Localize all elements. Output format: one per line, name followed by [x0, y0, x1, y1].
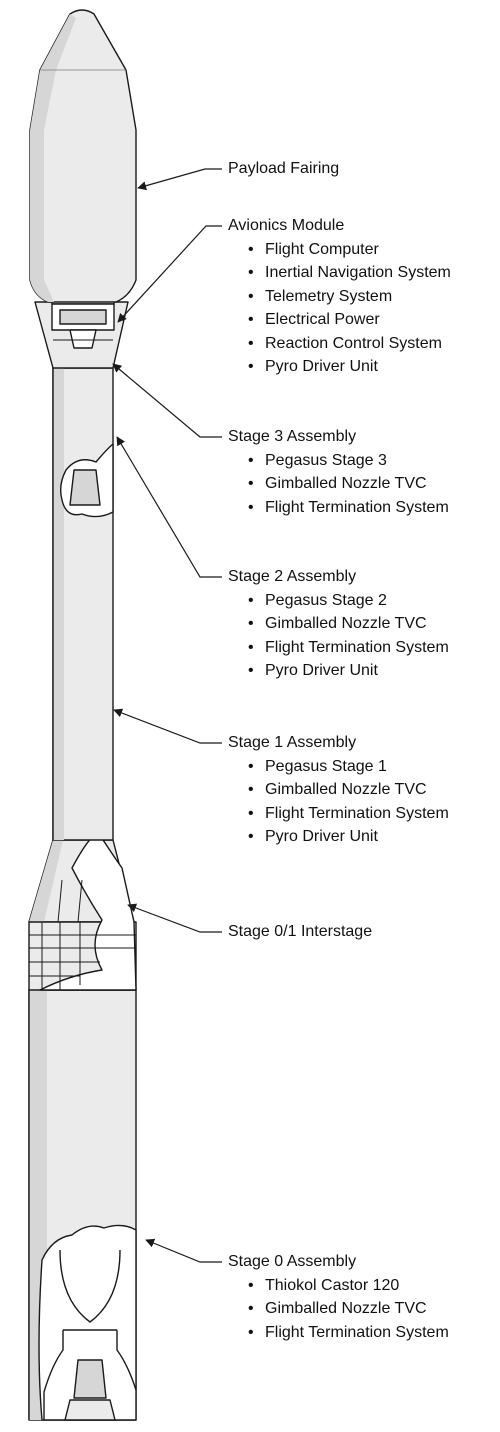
stage-1-assembly-title: Stage 1 Assembly	[228, 734, 357, 751]
leader-payload-fairing	[137, 168, 222, 191]
leader-stage-0-assembly	[145, 1238, 222, 1263]
list-item: Flight Termination System	[248, 1321, 449, 1345]
stage-0-assembly-title: Stage 0 Assembly	[228, 1253, 357, 1270]
label-stage-0-1-interstage: Stage 0/1 Interstage	[228, 920, 372, 944]
leader-lines	[112, 168, 222, 1263]
list-item: Pyro Driver Unit	[248, 355, 451, 379]
upper-stages-body	[52, 367, 114, 841]
payload-fairing-shape	[29, 9, 137, 303]
label-stage-0-assembly: Stage 0 Assembly Thiokol Castor 120 Gimb…	[228, 1250, 449, 1344]
stage-0-body	[28, 989, 137, 1421]
label-stage-2-assembly: Stage 2 Assembly Pegasus Stage 2 Gimball…	[228, 565, 449, 683]
rocket-illustration	[28, 9, 137, 1421]
list-item: Telemetry System	[248, 285, 451, 309]
list-item: Electrical Power	[248, 308, 451, 332]
stage-3-assembly-title: Stage 3 Assembly	[228, 428, 357, 445]
leader-stage-0-1-interstage	[127, 903, 222, 933]
avionics-module-items: Flight Computer Inertial Navigation Syst…	[228, 238, 451, 379]
label-stage-1-assembly: Stage 1 Assembly Pegasus Stage 1 Gimball…	[228, 731, 449, 849]
list-item: Gimballed Nozzle TVC	[248, 1297, 449, 1321]
list-item: Pyro Driver Unit	[248, 825, 449, 849]
list-item: Thiokol Castor 120	[248, 1274, 449, 1298]
avionics-module-title: Avionics Module	[228, 217, 345, 234]
list-item: Flight Termination System	[248, 802, 449, 826]
stage-2-assembly-items: Pegasus Stage 2 Gimballed Nozzle TVC Fli…	[228, 589, 449, 683]
stage-2-assembly-title: Stage 2 Assembly	[228, 568, 357, 585]
leader-stage-1-assembly	[113, 708, 222, 744]
list-item: Inertial Navigation System	[248, 261, 451, 285]
payload-fairing-title: Payload Fairing	[228, 160, 340, 177]
list-item: Gimballed Nozzle TVC	[248, 472, 449, 496]
stage-0-nozzle-exit	[64, 1399, 116, 1421]
stage-3-assembly-items: Pegasus Stage 3 Gimballed Nozzle TVC Fli…	[228, 449, 449, 520]
list-item: Pegasus Stage 1	[248, 755, 449, 779]
interstage-frames	[29, 879, 136, 990]
label-avionics-module: Avionics Module Flight Computer Inertial…	[228, 214, 451, 379]
label-stage-3-assembly: Stage 3 Assembly Pegasus Stage 3 Gimball…	[228, 425, 449, 519]
leader-stage-2-assembly	[116, 436, 222, 578]
stage-0-nozzle-throat	[73, 1359, 107, 1399]
list-item: Gimballed Nozzle TVC	[248, 612, 449, 636]
leader-avionics-module	[117, 225, 222, 323]
list-item: Flight Computer	[248, 238, 451, 262]
list-item: Reaction Control System	[248, 332, 451, 356]
list-item: Flight Termination System	[248, 636, 449, 660]
stage-0-cutaway	[38, 1224, 137, 1421]
list-item: Pyro Driver Unit	[248, 659, 449, 683]
stage-0-aft-dome	[59, 1249, 121, 1323]
stage-0-1-interstage-title: Stage 0/1 Interstage	[228, 923, 373, 940]
list-item: Flight Termination System	[248, 496, 449, 520]
list-item: Pegasus Stage 2	[248, 589, 449, 613]
list-item: Pegasus Stage 3	[248, 449, 449, 473]
stage-0-nozzle	[43, 1329, 137, 1420]
stage-1-assembly-items: Pegasus Stage 1 Gimballed Nozzle TVC Fli…	[228, 755, 449, 849]
interstage	[28, 831, 137, 991]
list-item: Gimballed Nozzle TVC	[248, 778, 449, 802]
leader-stage-3-assembly	[112, 363, 222, 438]
stage-3-nozzle	[69, 469, 101, 506]
stage-0-assembly-items: Thiokol Castor 120 Gimballed Nozzle TVC …	[228, 1274, 449, 1345]
label-payload-fairing: Payload Fairing	[228, 157, 339, 181]
